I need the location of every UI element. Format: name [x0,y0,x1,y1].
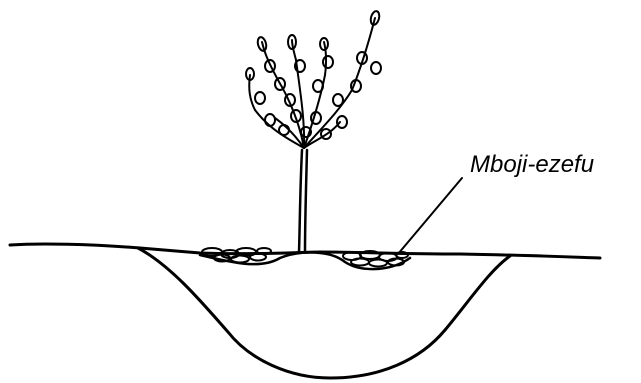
callout-label: Mboji-ezefu [470,150,594,180]
seedling-trunk [299,150,307,252]
left-topsoil-cluster [202,248,271,263]
callout-leader-line [398,178,462,254]
seedling-crown [249,18,375,148]
pit-outline [138,248,510,378]
